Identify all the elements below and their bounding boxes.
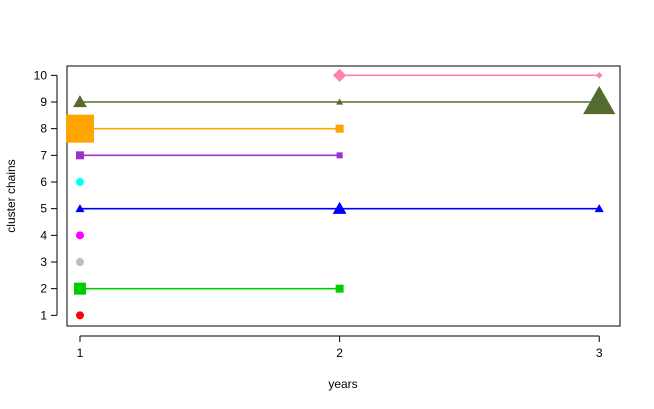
data-point — [332, 201, 347, 214]
series-10 — [333, 68, 603, 82]
x-tick-label: 3 — [596, 346, 603, 360]
y-tick-label: 9 — [40, 95, 47, 109]
x-axis: 1 2 3 — [77, 335, 603, 360]
data-point — [595, 72, 603, 79]
data-point — [335, 124, 344, 133]
data-point — [336, 98, 344, 105]
data-point — [594, 204, 604, 213]
y-axis: 1 2 3 4 5 6 7 8 9 10 — [34, 68, 58, 322]
series-layer — [65, 68, 616, 320]
data-point — [73, 95, 87, 108]
x-axis-label: years — [328, 377, 357, 391]
data-point — [335, 284, 344, 293]
data-point — [73, 282, 86, 295]
series-9 — [73, 85, 616, 115]
y-tick-label: 10 — [34, 68, 48, 82]
series-7 — [75, 151, 343, 160]
series-3 — [75, 258, 84, 266]
series-5 — [75, 201, 604, 214]
y-tick-label: 8 — [40, 122, 47, 136]
data-point — [75, 311, 84, 320]
y-tick-label: 3 — [40, 255, 47, 269]
y-axis-label: cluster chains — [4, 159, 18, 232]
series-4 — [75, 231, 84, 240]
y-tick-label: 6 — [40, 175, 47, 189]
series-8 — [65, 114, 344, 143]
y-tick-label: 4 — [40, 228, 47, 242]
data-point — [336, 152, 343, 159]
series-6 — [75, 178, 84, 186]
data-point — [75, 178, 84, 186]
series-2 — [73, 282, 344, 295]
data-point — [333, 68, 347, 82]
data-point — [583, 85, 616, 115]
plot-box — [66, 65, 621, 327]
data-point — [75, 231, 84, 240]
data-point — [75, 151, 84, 160]
data-point — [65, 114, 94, 143]
y-tick-label: 5 — [40, 202, 47, 216]
x-tick-label: 2 — [336, 346, 343, 360]
y-tick-label: 7 — [40, 148, 47, 162]
y-tick-label: 2 — [40, 282, 47, 296]
data-point — [75, 204, 85, 213]
series-1 — [75, 311, 84, 320]
y-tick-label: 1 — [40, 308, 47, 322]
x-tick-label: 1 — [77, 346, 84, 360]
data-point — [75, 258, 84, 266]
